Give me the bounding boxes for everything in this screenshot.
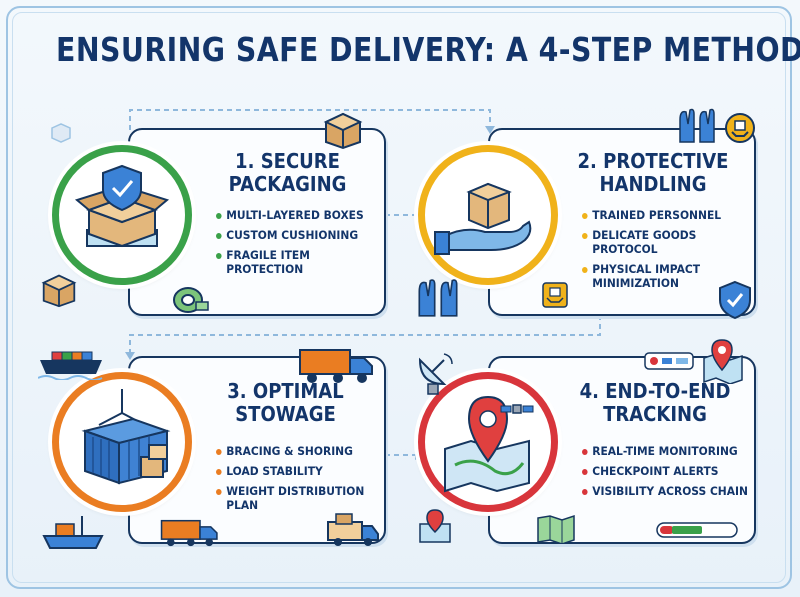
- list-item: VISIBILITY ACROSS CHAIN: [582, 484, 748, 498]
- list-item: CUSTOM CUSHIONING: [216, 228, 364, 242]
- cargo-ship-icon: [42, 516, 104, 549]
- location-envelope-icon: [419, 509, 451, 543]
- tape-roll-icon: [173, 287, 209, 313]
- step-4-list: REAL-TIME MONITORING CHECKPOINT ALERTS V…: [582, 444, 760, 504]
- cube-outline-icon: [51, 123, 71, 143]
- list-item: FRAGILE ITEM: [216, 248, 364, 262]
- shield-box-icon: [74, 164, 170, 248]
- container-icon: [81, 389, 171, 485]
- list-item: TRAINED PERSONNEL: [582, 208, 721, 222]
- cardboard-box-icon: [323, 112, 363, 150]
- truck-icon: [299, 349, 373, 383]
- page-title: ENSURING SAFE DELIVERY: A 4-STEP METHOD: [56, 30, 800, 69]
- list-item: MULTI-LAYERED BOXES: [216, 208, 364, 222]
- inner-frame: [12, 12, 786, 583]
- list-item-cont: PROTECTION: [226, 262, 304, 276]
- step-1-circle: [52, 145, 192, 285]
- list-item: REAL-TIME MONITORING: [582, 444, 748, 458]
- tracking-widget-icon: [644, 352, 694, 370]
- fragile-label-icon: [725, 113, 755, 143]
- folded-map-icon: [537, 514, 575, 544]
- step-2-list: TRAINED PERSONNEL DELICATE GOODS PROTOCO…: [582, 208, 732, 296]
- list-item-cont: PROTOCOL: [592, 242, 658, 256]
- gloves-icon: [679, 108, 715, 143]
- list-item: LOAD STABILITY: [216, 464, 364, 478]
- delivery-van-icon: [327, 513, 379, 546]
- list-item: WEIGHT DISTRIBUTION: [216, 484, 364, 498]
- list-item: DELICATE GOODS: [582, 228, 721, 242]
- gloves-icon: [418, 279, 458, 317]
- cargo-ship-icon: [38, 351, 103, 380]
- hand-box-icon: [434, 182, 532, 255]
- list-item: BRACING & SHORING: [216, 444, 364, 458]
- map-location-icon: [703, 339, 743, 384]
- satellite-dish-icon: [418, 353, 453, 395]
- shield-check-icon: [719, 280, 751, 320]
- handle-with-care-icon: [542, 282, 568, 308]
- step-1-list: MULTI-LAYERED BOXES CUSTOM CUSHIONING FR…: [216, 208, 375, 282]
- cardboard-box-icon: [41, 274, 77, 308]
- step-3-circle: [52, 372, 192, 512]
- step-4-circle: [418, 372, 558, 512]
- step-2-circle: [418, 145, 558, 285]
- list-item-cont: PLAN: [226, 498, 259, 512]
- outer-frame: [6, 6, 792, 589]
- list-item: CHECKPOINT ALERTS: [582, 464, 748, 478]
- truck-icon: [160, 519, 218, 547]
- list-item-cont: MINIMIZATION: [592, 276, 679, 290]
- step-3-list: BRACING & SHORING LOAD STABILITY WEIGHT …: [216, 444, 375, 518]
- list-item: PHYSICAL IMPACT: [582, 262, 721, 276]
- progress-bar-icon: [656, 522, 738, 538]
- map-pin-icon: [444, 395, 534, 493]
